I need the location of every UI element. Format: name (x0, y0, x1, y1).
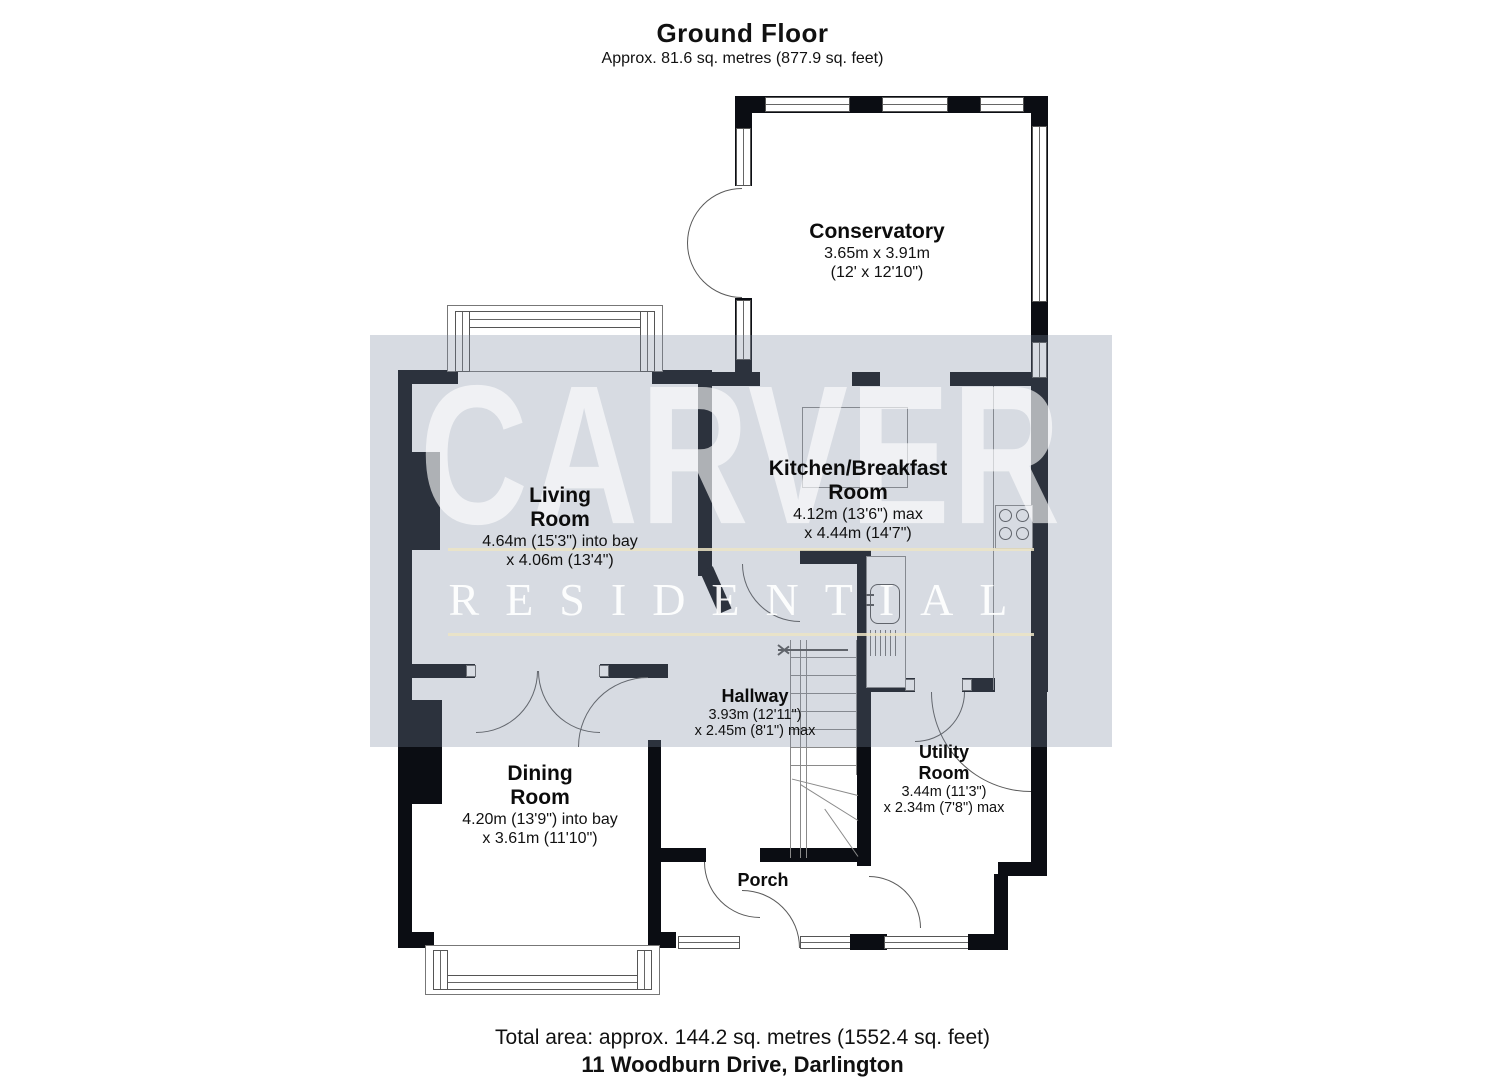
label-porch: Porch (737, 870, 788, 891)
room-dim: x 2.34m (7'8") max (883, 800, 1005, 816)
label-dining-room: Dining Room 4.20m (13'9") into bay x 3.6… (462, 762, 617, 848)
wall (800, 550, 871, 564)
window (640, 311, 655, 372)
window (433, 950, 448, 990)
wall (950, 372, 1032, 386)
hob-ring-icon (1016, 509, 1029, 522)
watermark-band: CARVER RESIDENTIAL (370, 335, 1112, 747)
watermark-carver: CARVER (419, 343, 1063, 566)
room-dim: 4.64m (15'3") into bay (482, 533, 638, 550)
chimney-breast (398, 700, 442, 804)
address-text: 11 Woodburn Drive, Darlington (581, 1052, 904, 1077)
wall (850, 934, 862, 950)
tap-icon (866, 604, 874, 606)
label-utility-room: Utility Room 3.44m (11'3") x 2.34m (7'8"… (884, 742, 1005, 816)
total-area-text: Total area: approx. 144.2 sq. metres (15… (495, 1026, 990, 1049)
kitchen-unit (802, 407, 908, 488)
label-living-room: Living Room 4.64m (15'3") into bay x 4.0… (482, 484, 637, 570)
window (1032, 126, 1047, 302)
tap-icon (866, 594, 874, 596)
window (736, 300, 751, 360)
door-jamb (466, 665, 476, 677)
room-name: Kitchen/Breakfast (768, 457, 948, 480)
room-dim: 3.44m (11'3") (901, 784, 987, 800)
stairs-direction-arrow-icon (778, 649, 848, 651)
wall (968, 934, 1008, 950)
window (1032, 342, 1047, 378)
hob-ring-icon (999, 509, 1012, 522)
window (637, 950, 652, 990)
watermark-rule (448, 633, 1034, 636)
window (433, 975, 652, 990)
label-kitchen: Kitchen/Breakfast Room 4.12m (13'6") max… (769, 457, 948, 543)
room-dim: 4.12m (13'6") max (793, 506, 923, 523)
room-dim: 4.20m (13'9") into bay (462, 811, 618, 828)
room-name: Porch (737, 870, 789, 890)
wall (994, 874, 1008, 950)
label-conservatory: Conservatory 3.65m x 3.91m (12' x 12'10"… (809, 220, 944, 282)
staircase (790, 640, 857, 775)
window (678, 936, 740, 949)
wall (852, 372, 880, 386)
wall (698, 384, 712, 576)
hob-ring-icon (1016, 527, 1029, 540)
wall (652, 370, 712, 384)
room-dim: (12' x 12'10") (830, 264, 924, 281)
room-name: Utility (918, 742, 970, 762)
room-name: Room (530, 508, 590, 531)
watermark-rule (448, 548, 1034, 551)
chimney-breast (398, 452, 440, 550)
stair-winders (790, 775, 857, 858)
room-name: Conservatory (809, 220, 945, 243)
hob-ring-icon (999, 527, 1012, 540)
room-dim: 3.93m (12'11") (708, 707, 802, 723)
wall (398, 370, 458, 384)
room-name: Room (828, 481, 888, 504)
wall (648, 740, 661, 948)
label-hallway: Hallway 3.93m (12'11") x 2.45m (8'1") ma… (695, 686, 816, 739)
room-name: Dining (507, 762, 573, 785)
room-name: Room (918, 763, 970, 783)
wall (648, 932, 676, 948)
room-dim: x 3.61m (11'10") (482, 830, 598, 847)
wall (1031, 380, 1048, 692)
stair-rail (800, 640, 801, 858)
counter-line (993, 386, 994, 690)
wall (1031, 692, 1047, 874)
wall (661, 848, 706, 862)
page-title: Ground Floor (656, 18, 829, 48)
window (765, 97, 850, 112)
wall (600, 664, 668, 678)
wall (398, 932, 434, 948)
wall (698, 372, 760, 386)
room-dim: x 4.44m (14'7") (804, 525, 912, 542)
room-name: Hallway (721, 686, 789, 706)
room-dim: x 4.06m (13'4") (506, 552, 614, 569)
stair-rail (806, 640, 807, 858)
watermark-residential: RESIDENTIAL (448, 574, 1034, 625)
room-name: Living (529, 484, 591, 507)
window (455, 311, 655, 328)
door-jamb (962, 679, 972, 691)
window (980, 97, 1024, 112)
room-name: Room (510, 786, 570, 809)
wall (998, 862, 1047, 876)
page-subtitle: Approx. 81.6 sq. metres (877.9 sq. feet) (601, 50, 884, 67)
window (882, 97, 948, 112)
room-dim: x 2.45m (8'1") max (694, 723, 816, 739)
wall (857, 934, 887, 950)
wall (412, 664, 475, 678)
wall (760, 848, 857, 862)
window (455, 311, 470, 372)
room-dim: 3.65m x 3.91m (824, 245, 930, 262)
window (736, 128, 751, 186)
